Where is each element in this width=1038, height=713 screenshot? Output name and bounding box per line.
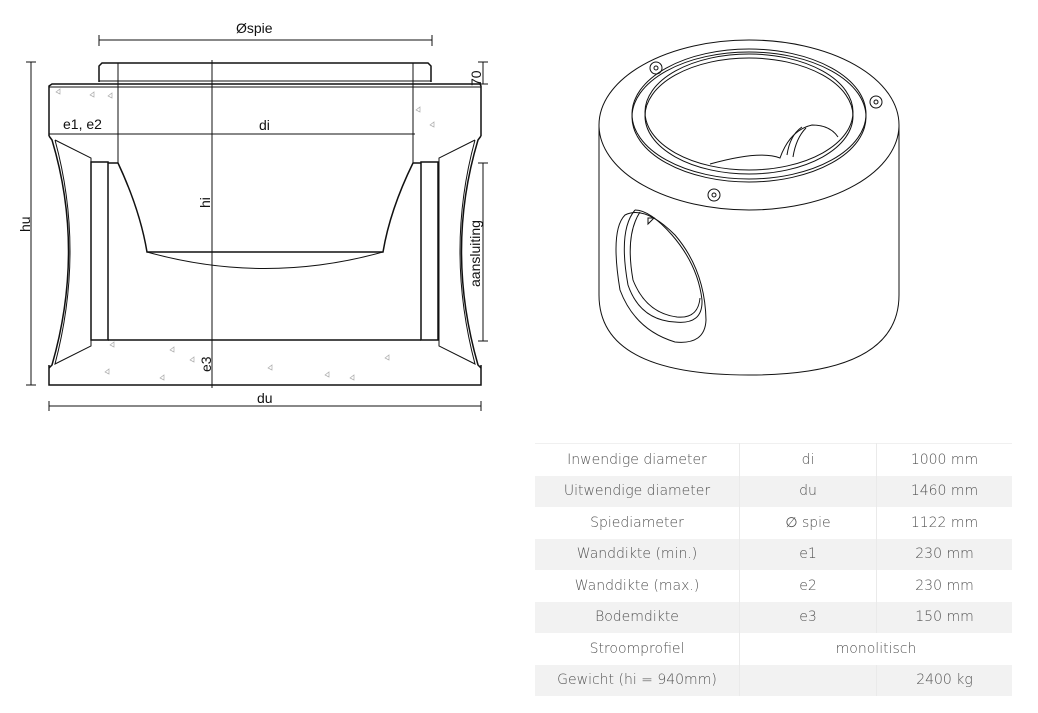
spec-value-merged: monolitisch [835,640,917,657]
spec-value: 150 mm [876,601,1012,633]
spec-label: Bodemdikte [535,601,740,633]
label-70: 70 [468,70,484,86]
label-e3: e3 [198,356,214,372]
table-row: Bodemdikte e3 150 mm [535,601,1012,633]
spec-symbol [739,664,877,696]
spec-label: Uitwendige diameter [535,475,740,507]
label-spie: Øspie [236,20,273,36]
spec-value: 1122 mm [910,514,979,531]
spec-value: 1000 mm [876,443,1012,476]
spec-value: 1460 mm [876,475,1012,507]
spec-value: 230 mm [915,577,974,594]
manhole-3d-render [598,39,900,376]
spec-label: Spiediameter [535,507,740,539]
spec-label: Wanddikte (max.) [535,570,740,602]
spec-symbol: e3 [739,601,877,633]
table-row: Gewicht (hi = 940mm) 2400 kg [535,664,1012,696]
spec-symbol: e2 [739,570,877,602]
label-aansluiting: aansluiting [467,220,483,287]
spec-symbol: di [739,443,877,476]
table-row: Wanddikte (min.) e1 230 mm [535,538,1012,570]
label-du: du [257,390,273,406]
spec-value: 230 mm [876,538,1012,570]
label-hu: hu [17,216,33,232]
spec-label: Inwendige diameter [535,443,740,476]
table-row: Uitwendige diameter du 1460 mm [535,475,1012,507]
section-drawing [26,35,488,411]
label-di: di [259,117,270,133]
table-row: Stroomprofiel monolitisch [535,633,1012,665]
spec-symbol: e1 [739,538,877,570]
table-row: Wanddikte (max.) e2 230 mm [535,570,1012,602]
spec-table: Inwendige diameter di 1000 mm Uitwendige… [535,443,1012,696]
spec-label: Wanddikte (min.) [535,538,740,570]
label-e1-e2: e1, e2 [63,116,102,132]
spec-value: 2400 kg [876,664,1012,696]
spec-symbol: du [739,475,877,507]
table-row: Inwendige diameter di 1000 mm [535,443,1012,476]
spec-symbol: ∅ spie [739,507,877,539]
table-row: Spiediameter ∅ spie 1122 mm [535,507,1012,539]
spec-label: Stroomprofiel [535,633,740,665]
label-hi: hi [197,197,213,208]
spec-label: Gewicht (hi = 940mm) [535,664,740,696]
